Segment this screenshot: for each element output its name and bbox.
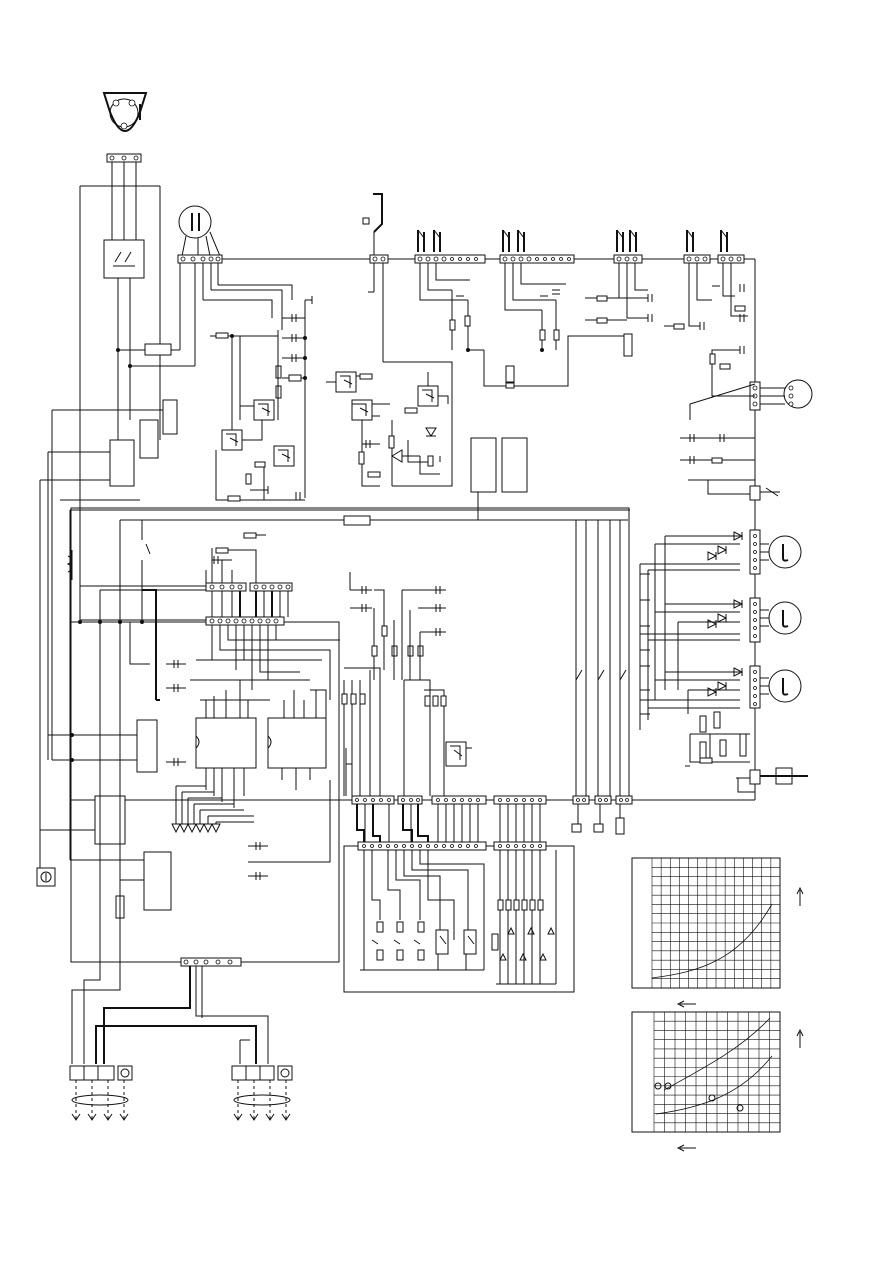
relay-box-left-2: [140, 420, 158, 458]
lower-switches: [360, 850, 556, 984]
terminal-strip-top-6: [718, 230, 744, 263]
capacitor-box-1: [471, 438, 496, 492]
compressor-terminal-block: [107, 154, 141, 162]
output-connector-2: [232, 1066, 292, 1120]
capacitor-box-2: [502, 438, 527, 492]
motor-group-2: [640, 598, 801, 642]
led-row: [172, 786, 220, 832]
relay-box-left: [163, 400, 177, 434]
motor-group-1: [640, 530, 801, 574]
control-cluster-1: [210, 296, 312, 501]
fuse-1: [145, 344, 171, 355]
fan-motor-1: [179, 206, 220, 256]
motor-group-3: [640, 666, 801, 708]
terminal-strip-bottom: [181, 958, 241, 966]
fan-motor-2: [680, 346, 812, 500]
ic-1: [196, 718, 256, 768]
control-cluster-3: [420, 263, 748, 388]
relay-module: [137, 720, 157, 772]
transformer-left: [110, 440, 134, 486]
output-connector-1: [70, 1066, 132, 1120]
terminal-strip-top-3: [500, 230, 574, 263]
terminal-strip-pcb-1: [206, 583, 292, 591]
control-cluster-5: [685, 712, 808, 792]
contactor: [104, 240, 144, 278]
control-cluster-4: [342, 572, 472, 796]
terminal-strip-top-1: [178, 255, 222, 263]
terminal-strip-top-5: [684, 230, 710, 263]
control-cluster-2: [326, 372, 448, 486]
terminal-strip-lower: [358, 842, 546, 850]
terminal-strip-top-2: [415, 230, 485, 263]
ground-symbol-1: [37, 868, 55, 886]
graph-1: [632, 858, 803, 1007]
ballast-box: [144, 852, 171, 910]
terminal-strip-top-4: [614, 230, 642, 263]
fuse-2: [344, 516, 370, 525]
ic-2: [268, 718, 326, 768]
graph-2: [632, 1012, 803, 1151]
compressor-motor: [104, 93, 146, 131]
terminal-strip-pcb-2: [206, 617, 284, 625]
